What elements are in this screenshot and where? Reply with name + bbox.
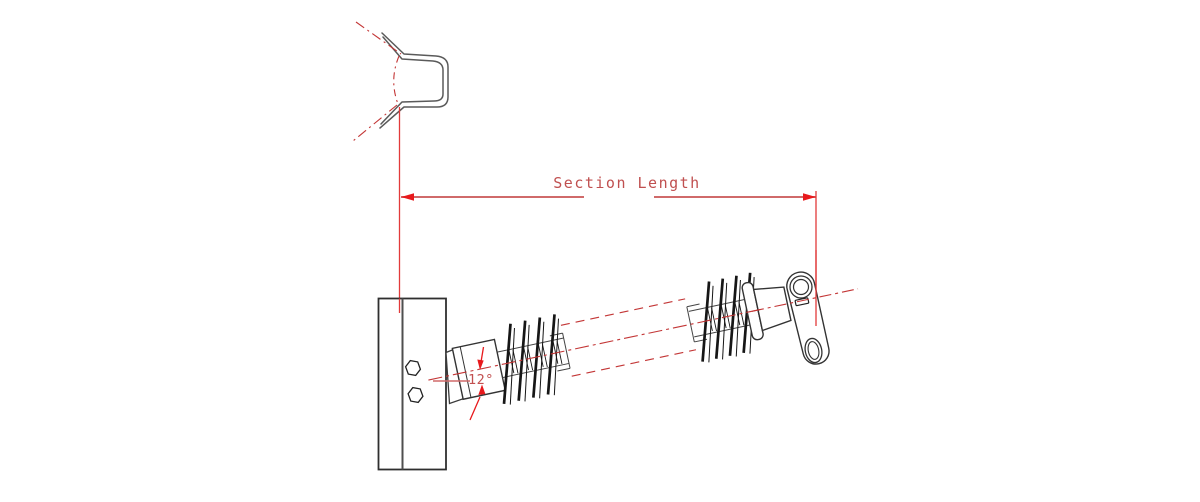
band-lower-diagonal-centerline (352, 104, 398, 142)
angle-arrow-upper (477, 359, 484, 370)
dimension-arrow-right (803, 193, 816, 201)
pole-band-centerlines (352, 21, 402, 142)
pole-rectangle (377, 297, 447, 471)
angle-arrow-upper-tail (480, 346, 485, 363)
assembly-centerline-extension (751, 288, 859, 312)
pole-surface-arc-centerline (393, 55, 400, 105)
hex-bolt-upper (404, 359, 422, 377)
core-rod-right (686, 299, 751, 343)
transition-cone (752, 286, 792, 332)
band-inner-profile (380, 36, 444, 125)
clevis-hole-inner (792, 278, 810, 296)
band-outer-profile (379, 32, 449, 129)
angle-arrows (469, 346, 486, 421)
insulator-assembly (428, 272, 792, 405)
band-upper-diagonal-centerline (355, 21, 402, 55)
angle-arrow-lower (478, 384, 486, 395)
assembly-centerline (428, 308, 764, 381)
angle-dimension: 12° (433, 346, 494, 421)
hex-bolt-lower (407, 386, 424, 404)
clevis-hole-outer (789, 275, 813, 299)
phantom-variable-section (560, 298, 697, 377)
angle-arrow-lower-tail (469, 396, 481, 421)
pole-face (377, 297, 447, 471)
dimension-arrow-left (401, 193, 414, 201)
pole-band-clamp (379, 32, 449, 129)
clevis-end-fitting (786, 271, 830, 365)
section-length-label: Section Length (553, 174, 700, 192)
angle-label: 12° (468, 372, 494, 388)
clevis-slot-outer (804, 337, 823, 364)
clevis-slot-inner (807, 341, 820, 360)
weather-sheds-left (502, 314, 563, 405)
